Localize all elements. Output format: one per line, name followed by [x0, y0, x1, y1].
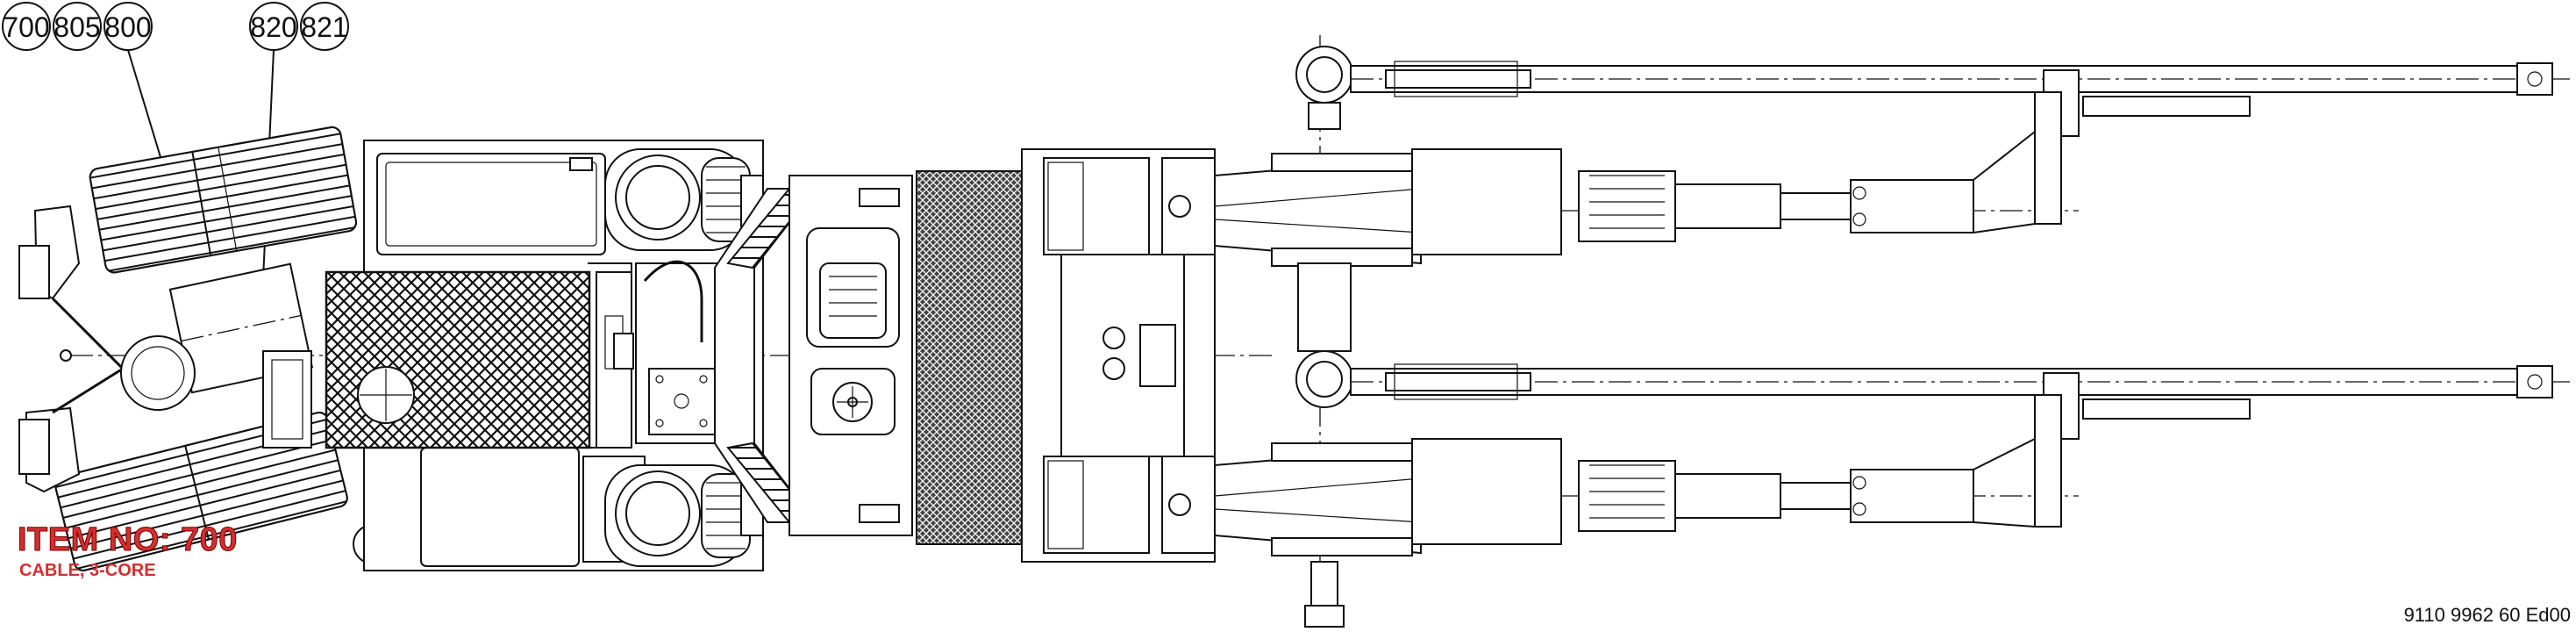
callout-label-700: 700: [3, 11, 49, 43]
callout-balloon-821: 821: [300, 2, 349, 51]
upper-cable-reel: [89, 126, 357, 274]
item-description-label: CABLE, 3-CORE: [19, 561, 156, 580]
callout-label-821: 821: [301, 11, 347, 43]
callout-balloons: 700 805 800 820 821: [2, 2, 349, 526]
steering-console: [810, 368, 896, 435]
operator-area: [714, 170, 1023, 545]
callout-balloon-820: 820: [249, 2, 298, 51]
lower-feed: [1350, 363, 2553, 528]
upper-boom: [1214, 148, 1974, 267]
front-frame: [1021, 148, 1216, 563]
pivot-circles: [1295, 46, 1353, 628]
callout-balloon-805: 805: [53, 2, 102, 51]
lower-boom: [1214, 438, 1974, 556]
callout-label-820: 820: [250, 11, 296, 43]
feed-support-arms: [1973, 131, 2036, 528]
item-number-label: ITEM NO: 700: [18, 521, 238, 558]
callout-balloon-800: 800: [103, 2, 153, 51]
document-number: 9110 9962 60 Ed00: [2403, 604, 2571, 626]
upper-feed: [1350, 61, 2553, 225]
rear-upper-wheel: [604, 148, 751, 251]
callout-label-805: 805: [54, 11, 100, 43]
callout-label-800: 800: [104, 11, 151, 43]
callout-balloon-700: 700: [2, 2, 51, 51]
rear-chassis: [325, 140, 764, 571]
lower-cable-reel: [54, 412, 348, 571]
rear-lower-wheel: [604, 464, 751, 567]
operator-seat: [806, 227, 900, 348]
